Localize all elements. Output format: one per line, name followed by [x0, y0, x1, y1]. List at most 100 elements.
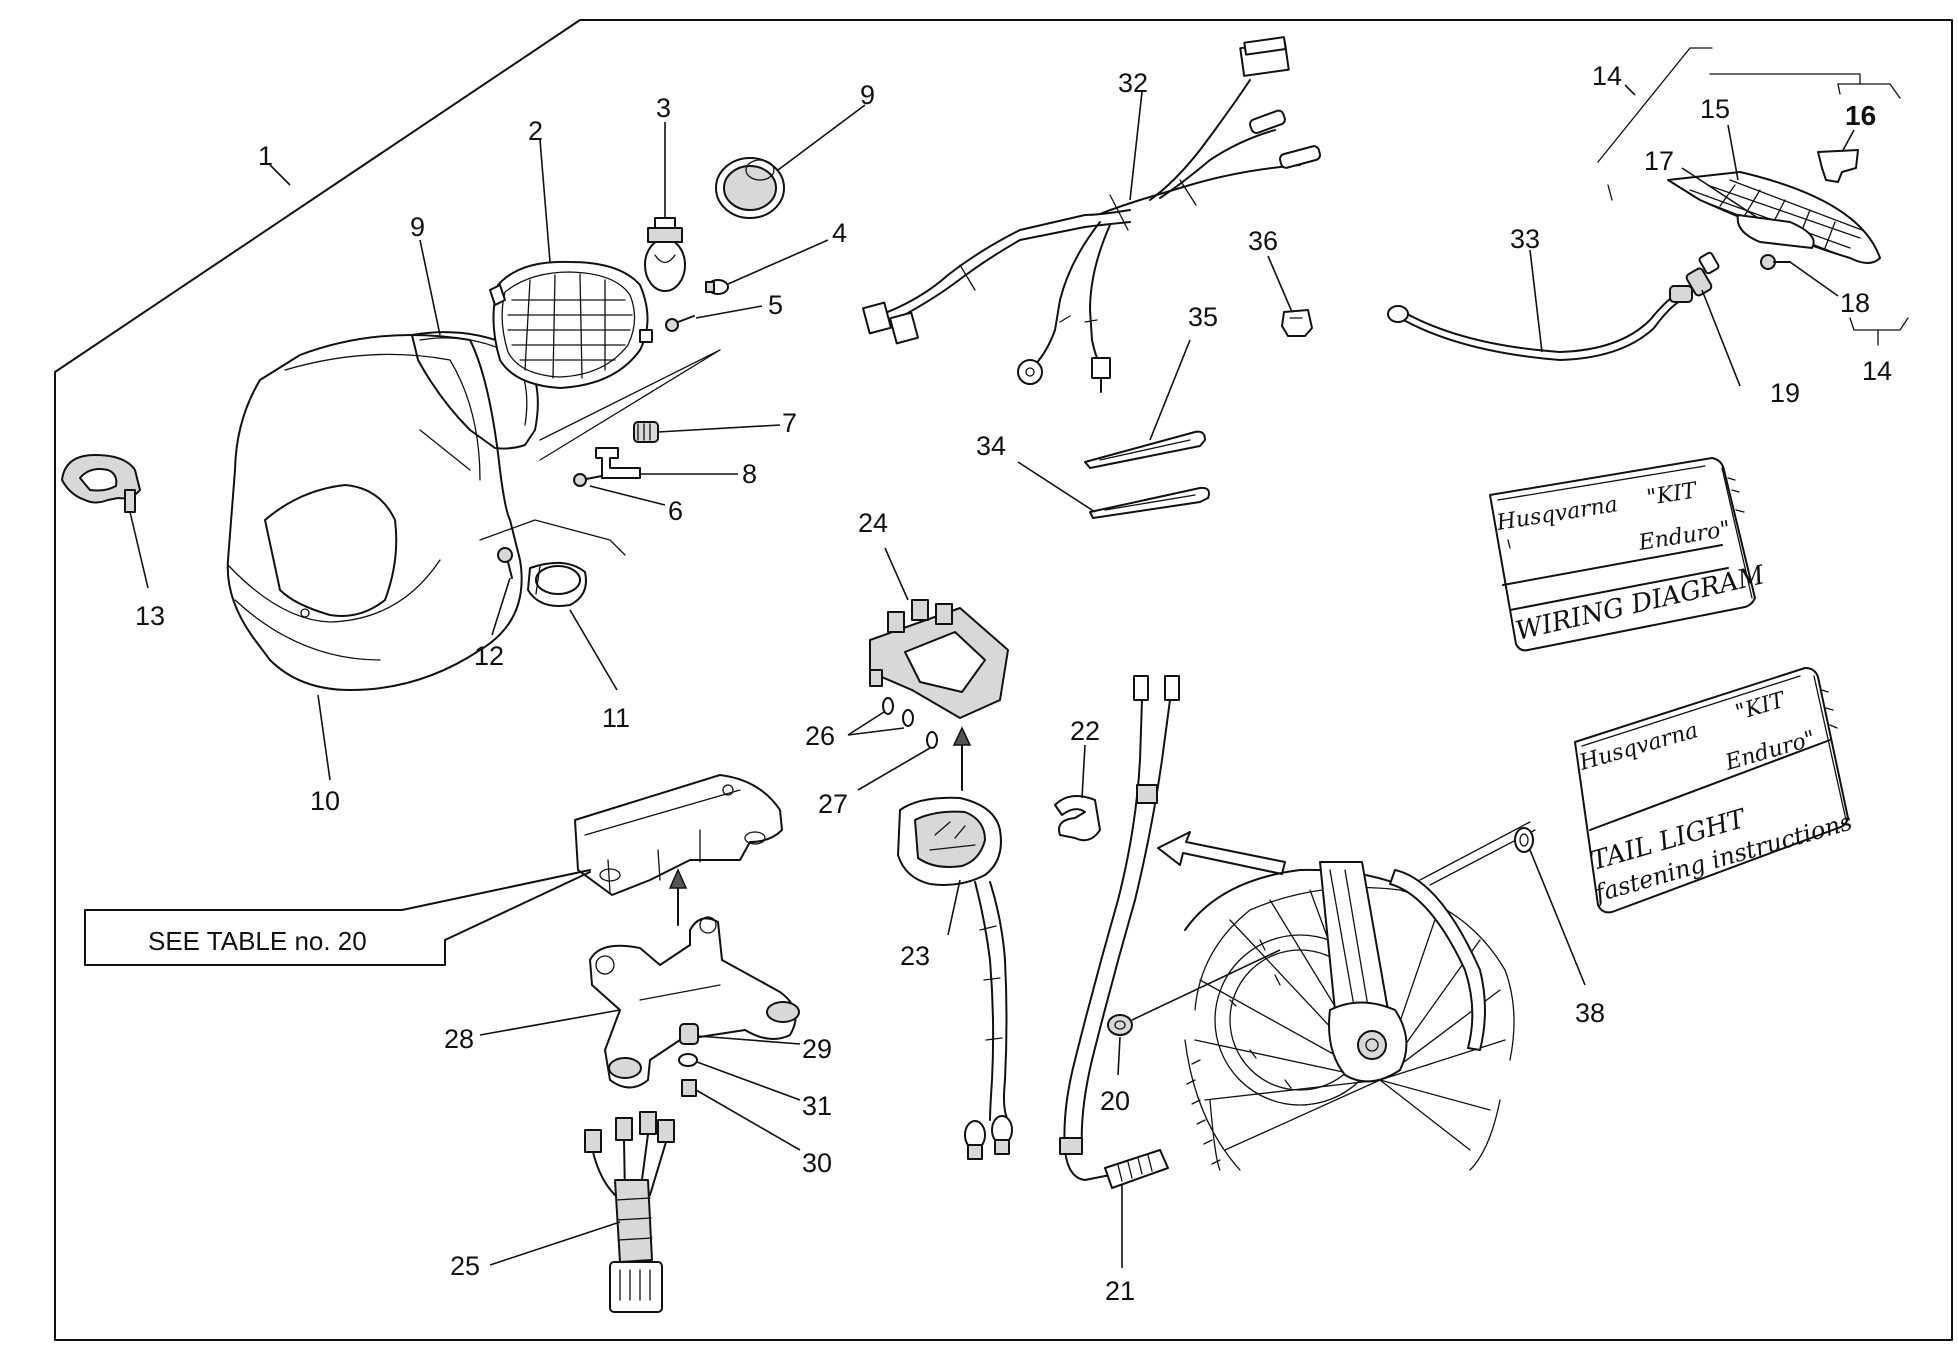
callout-3: 3 [656, 93, 671, 123]
callout-10: 10 [310, 786, 340, 816]
fork-clamp-11 [527, 561, 587, 607]
leader-18 [1789, 261, 1839, 297]
cable-guide-22 [1054, 795, 1101, 842]
headlight-unit-2 [489, 260, 653, 389]
leader-12 [491, 577, 511, 636]
callout-36: 36 [1248, 226, 1278, 256]
callout-2: 2 [528, 116, 543, 146]
booklet-tail-light: Husqvarna "KIT Enduro" TAIL LIGHT fasten… [1574, 667, 1855, 914]
leader-32 [1129, 91, 1143, 201]
small-bulb-4 [705, 279, 729, 295]
parking-light-9 [715, 157, 785, 219]
callout-15: 15 [1700, 94, 1730, 124]
tail-light-gasket-17 [1736, 214, 1815, 249]
leader-29 [697, 1035, 801, 1045]
callout-27: 27 [818, 789, 848, 819]
callout-14b: 14 [1862, 356, 1892, 386]
callout-24: 24 [858, 508, 888, 538]
leader-28 [479, 1009, 621, 1036]
leader-33 [1529, 249, 1543, 353]
leader-7 [657, 424, 781, 433]
leader-35 [1149, 339, 1191, 441]
leader-5 [695, 305, 763, 319]
spring-7 [633, 421, 659, 443]
mounting-guide-lines [479, 519, 626, 556]
callout-5: 5 [768, 290, 783, 320]
callout-29: 29 [802, 1034, 832, 1064]
tail-light-lens-15 [1667, 171, 1881, 264]
screw-6 [573, 473, 603, 487]
callout-33: 33 [1510, 224, 1540, 254]
callout-23: 23 [900, 941, 930, 971]
leader-9a [419, 239, 441, 336]
sub-harness-25 [584, 1111, 675, 1313]
leader-14a [1624, 84, 1636, 96]
arrow-to-wheel [1157, 831, 1286, 875]
callout-22: 22 [1070, 716, 1100, 746]
leader-17 [1681, 167, 1759, 219]
leader-19 [1701, 289, 1741, 387]
indicator-bulb-27 [926, 731, 938, 749]
arrowhead-housing [952, 726, 972, 746]
callout-9a: 9 [410, 212, 425, 242]
clip-8 [595, 447, 641, 479]
callout-18: 18 [1840, 288, 1870, 318]
mounting-plate-28 [589, 916, 800, 1089]
arrowhead-clamp [668, 868, 688, 889]
callout-20: 20 [1100, 1086, 1130, 1116]
front-wheel-illustration [1184, 821, 1536, 1171]
callout-16: 16 [1845, 100, 1876, 131]
main-wiring-harness-32 [862, 36, 1322, 393]
booklet-wiring-diagram: Husqvarna "KIT Enduro" WIRING DIAGRAM [1489, 457, 1769, 652]
callout-7: 7 [782, 408, 797, 438]
callout-12: 12 [474, 641, 504, 671]
callout-11: 11 [602, 703, 630, 733]
group-bracket-16 [1709, 73, 1901, 99]
indicator-bulbs-26 [882, 697, 914, 727]
callout-30: 30 [802, 1148, 832, 1178]
leader-10 [317, 694, 331, 781]
clip-36 [1281, 309, 1313, 337]
callout-13: 13 [135, 601, 165, 631]
leader-1 [269, 164, 291, 186]
leader-34 [1017, 461, 1096, 513]
see-table-box: SEE TABLE no. 20 [84, 869, 591, 966]
callout-38: 38 [1575, 998, 1605, 1028]
leader-20 [1117, 1036, 1121, 1076]
leader-20-to-wheel [1131, 949, 1281, 1021]
leader-23 [947, 879, 961, 936]
leader-26b [847, 727, 905, 736]
callout-26: 26 [805, 721, 835, 751]
spacer-29 [679, 1023, 699, 1045]
leader-25 [489, 1221, 621, 1266]
group-bracket-14-top [1597, 47, 1713, 201]
callout-32: 32 [1118, 68, 1148, 98]
washer-31 [678, 1053, 698, 1067]
leader-38 [1529, 849, 1586, 986]
cable-tie-35 [1084, 430, 1206, 469]
speed-sensor-cable-21 [1059, 675, 1180, 1189]
leader-36 [1267, 255, 1293, 313]
callout-4: 4 [832, 218, 847, 248]
callout-21: 21 [1105, 1276, 1135, 1306]
see-table-label: SEE TABLE no. 20 [148, 926, 367, 956]
callout-1: 1 [258, 141, 273, 171]
kit-boundary-frame [54, 19, 1953, 1341]
callout-19: 19 [1770, 378, 1800, 408]
callout-31: 31 [802, 1091, 832, 1121]
leader-11 [569, 609, 618, 691]
callout-34: 34 [976, 431, 1006, 461]
speedometer-23 [897, 796, 1013, 1160]
leader-31 [696, 1061, 801, 1101]
tail-light-bracket-16 [1817, 149, 1859, 183]
sensor-ring-38 [1514, 827, 1534, 853]
headlight-fairing-10 [226, 334, 523, 691]
handlebar-clamp [574, 774, 783, 896]
leader-22 [1081, 744, 1086, 799]
cable-clamp-13 [61, 454, 141, 513]
group-bracket-14-bottom [1849, 317, 1909, 346]
nut-30 [681, 1079, 697, 1097]
callout-25: 25 [450, 1251, 480, 1281]
callout-28: 28 [444, 1024, 474, 1054]
screw-12 [497, 547, 513, 579]
